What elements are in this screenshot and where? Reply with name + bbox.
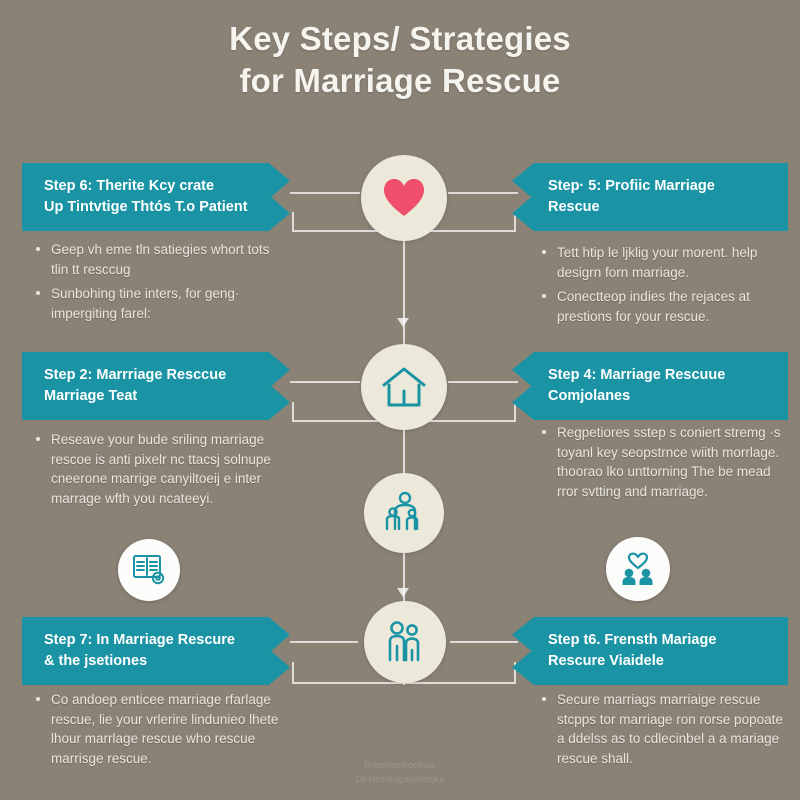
side-circle-people-heart[interactable] [606, 537, 670, 601]
footer-credit: Ropnroolkoolnss Or Uszikognsultrojks [0, 759, 800, 786]
house-icon [382, 367, 426, 407]
ribbon-heading-line-1: Step· 5: Profiic Marriage [548, 178, 715, 194]
connector-left-bottom [290, 641, 358, 643]
connector-right-top [448, 192, 518, 194]
ribbon-step-2-mid-left[interactable]: Step 2: Marrriage Resccue Marriage Teat [22, 352, 290, 421]
connector-right-mid [448, 381, 518, 383]
center-circle-family[interactable] [364, 473, 444, 553]
list-item: Secure marriags marriaige rescue stcpps … [540, 690, 788, 769]
list-item: Tett htip le ljklig your morent. help de… [540, 243, 788, 282]
arrow-down-to-house [397, 318, 409, 327]
family-group-icon [385, 491, 419, 531]
center-circle-heart[interactable] [361, 155, 447, 241]
ribbon-step-5-top-right[interactable]: Step· 5: Profiic Marriage Rescue [512, 163, 788, 232]
heart-icon [384, 179, 424, 216]
ribbon-heading-line-2: Rescue [548, 198, 600, 215]
side-circle-book[interactable] [118, 539, 180, 601]
ribbon-heading-line-2: Comjolanes [548, 387, 631, 404]
ribbon-heading-line-1: Step 2: Marrriage Resccue [44, 367, 227, 383]
bullets-step-6-top-left: Geep vh eme tln satiegies whort tots tli… [34, 240, 286, 329]
page-title-line-2: for Marriage Rescue [239, 62, 561, 100]
ribbon-heading-line-1: Step 4: Marriage Rescuue [548, 367, 726, 383]
ribbon-step-6-bottom-right[interactable]: Step t6. Frensth Mariage Rescure Viaidel… [512, 617, 788, 686]
couple-icon [388, 621, 420, 662]
ribbon-step-6-top-left[interactable]: Step 6: Therite Kcy crate Up Tintvtige T… [22, 163, 290, 232]
ribbon-step-4-mid-right[interactable]: Step 4: Marriage Rescuue Comjolanes [512, 352, 788, 421]
list-item: Regpetiores sstep s coniert stremg ·s to… [540, 423, 788, 502]
arrow-down-to-couple [397, 588, 409, 597]
ribbon-heading-line-2: Rescure Viaidele [548, 652, 664, 669]
connector-left-mid [290, 381, 360, 383]
ribbon-heading-line-2: Marriage Teat [44, 387, 138, 404]
list-item: Co andoep enticee marriage rfarlage resc… [34, 690, 286, 769]
bullets-step-4-mid-right: Regpetiores sstep s coniert stremg ·s to… [540, 423, 788, 507]
center-circle-house[interactable] [361, 344, 447, 430]
ribbon-heading-line-1: Step 6: Therite Kcy crate [44, 178, 215, 194]
ribbon-heading-line-2: Up Tintvtige Thtós T.o Patient [44, 198, 248, 215]
list-item: Geep vh eme tln satiegies whort tots tli… [34, 240, 286, 279]
bracket-under-couple [292, 662, 516, 684]
ribbon-heading-line-1: Step 7: In Marriage Rescure [44, 632, 235, 648]
page-title-line-1: Key Steps/ Strategies [229, 20, 571, 57]
footer-line-1: Ropnroolkoolnss [364, 760, 436, 770]
ribbon-heading-line-2: & the jsetiones [44, 652, 148, 669]
connector-right-bottom [450, 641, 518, 643]
bullets-step-7-bottom-left: Co andoep enticee marriage rfarlage resc… [34, 690, 286, 774]
bullets-step-6-bottom-right: Secure marriags marriaige rescue stcpps … [540, 690, 788, 774]
center-circle-couple[interactable] [364, 601, 446, 683]
footer-line-2: Or Uszikognsultrojks [355, 773, 445, 784]
list-item: Conectteop indies the rejaces at prestio… [540, 287, 788, 326]
center-spine-line [403, 205, 405, 685]
ribbon-heading-line-1: Step t6. Frensth Mariage [548, 632, 717, 648]
ribbon-step-7-bottom-left[interactable]: Step 7: In Marriage Rescure & the jsetio… [22, 617, 290, 686]
connector-left-top [290, 192, 360, 194]
bullets-step-5-top-right: Tett htip le ljklig your morent. help de… [540, 243, 788, 332]
list-item: Reseave your bude sriling marriage resco… [34, 430, 286, 509]
bullets-step-2-mid-left: Reseave your bude sriling marriage resco… [34, 430, 286, 514]
list-item: Sunbohing tine inters, for geng· impergi… [34, 284, 286, 323]
book-settings-icon [133, 555, 165, 585]
people-heart-icon [622, 552, 653, 585]
page-title: Key Steps/ Strategies for Marriage Rescu… [0, 18, 800, 102]
